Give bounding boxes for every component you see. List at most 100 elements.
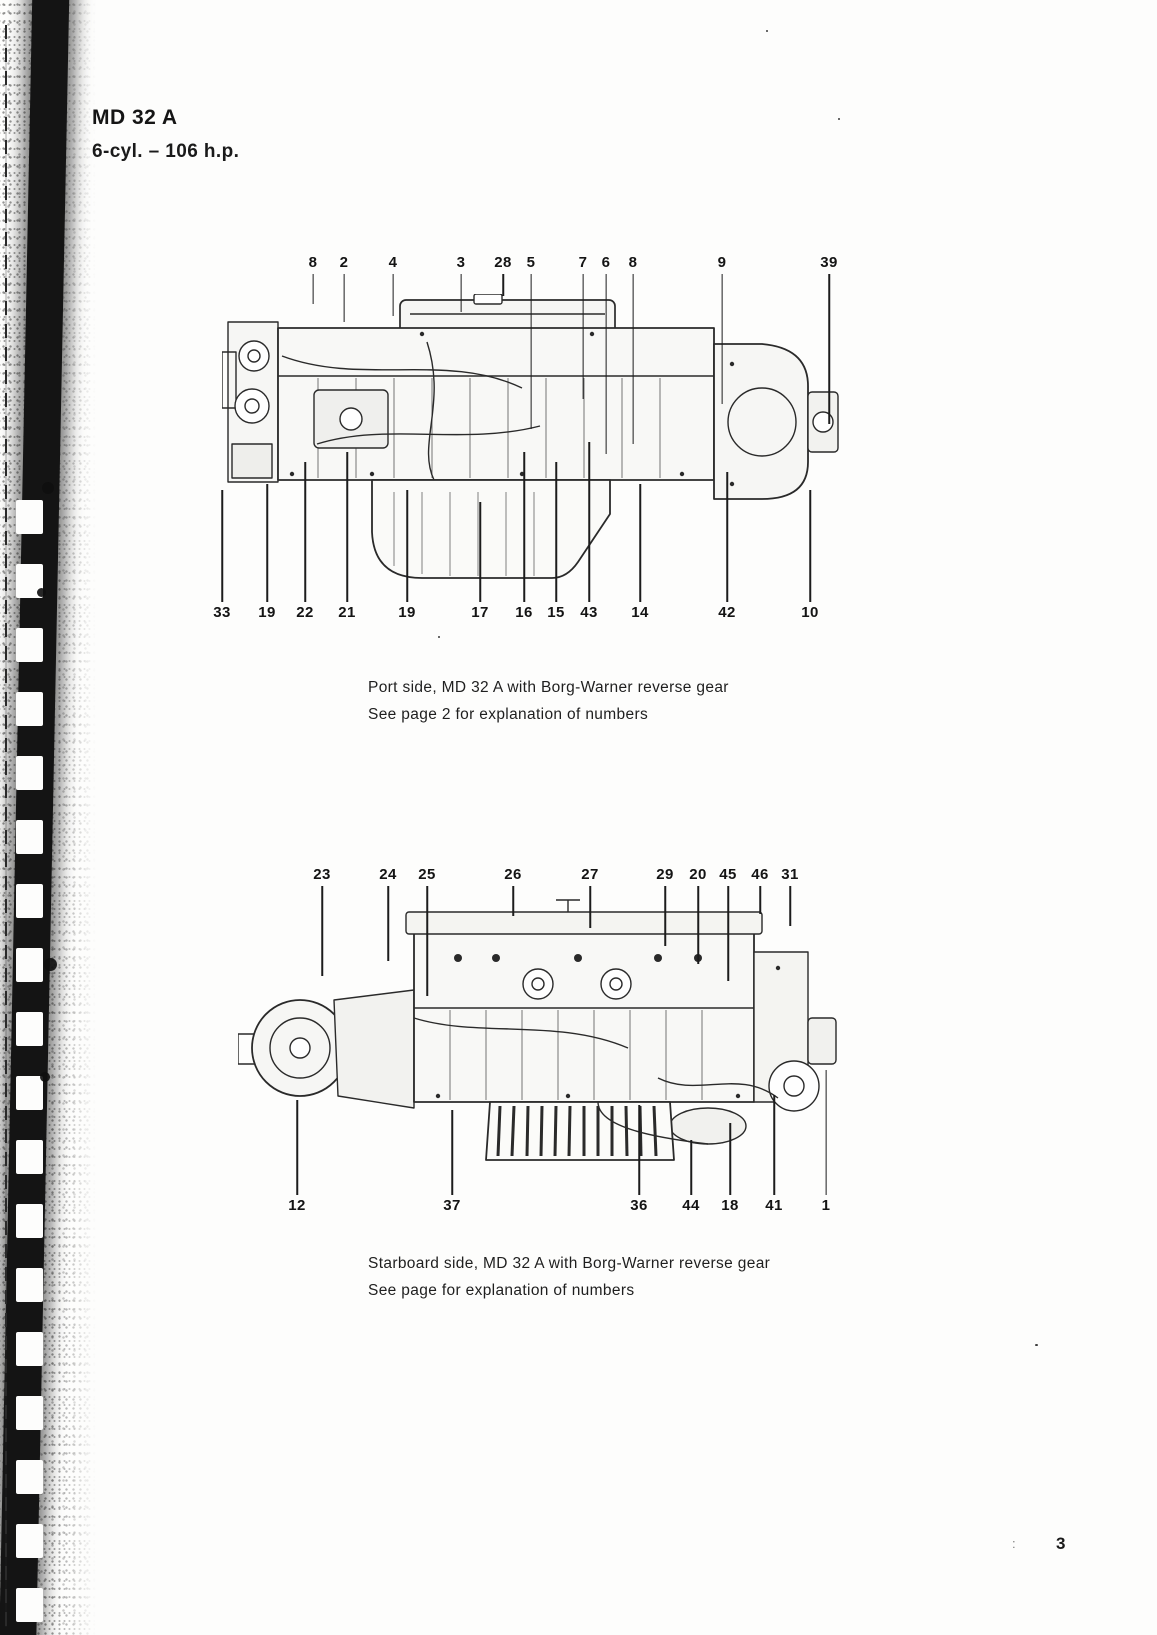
callout-leader-line <box>555 462 557 602</box>
callout-leader-line <box>690 1140 692 1195</box>
callout-number: 2 <box>339 254 349 271</box>
caption-line: Port side, MD 32 A with Borg-Warner reve… <box>368 679 729 696</box>
callout-leader-line <box>664 886 666 946</box>
callout-leader-line <box>605 274 607 454</box>
binding-hole <box>16 884 43 918</box>
callout-number: 24 <box>379 866 397 883</box>
callout-number: 19 <box>398 604 416 621</box>
scan-blob <box>40 1072 50 1082</box>
scan-speck <box>1035 1344 1038 1346</box>
caption-line: See page 2 for explanation of numbers <box>368 706 649 723</box>
binding-hole <box>16 820 43 854</box>
binding-hole <box>16 1524 43 1558</box>
scan-blob <box>44 958 57 971</box>
callout-46: 46 <box>751 866 769 914</box>
callout-number: 46 <box>751 866 769 883</box>
binding-hole <box>16 1396 43 1430</box>
callout-7: 7 <box>579 254 588 399</box>
callout-leader-line <box>304 462 306 602</box>
callout-number: 21 <box>338 604 356 621</box>
callout-number: 3 <box>456 254 466 271</box>
binding-hole <box>16 1076 43 1110</box>
callout-2: 2 <box>340 254 349 322</box>
callout-number: 19 <box>258 604 276 621</box>
callout-number: 5 <box>526 254 536 271</box>
model-title: MD 32 A <box>92 106 178 129</box>
binding-hole <box>16 948 43 982</box>
callout-23: 23 <box>313 866 331 976</box>
binding-hole <box>16 628 43 662</box>
callout-leader-line <box>321 886 323 976</box>
callout-36: 36 <box>630 1105 648 1215</box>
callout-number: 16 <box>515 604 533 621</box>
callout-number: 29 <box>656 866 674 883</box>
scan-speck <box>438 636 440 638</box>
binding-hole <box>16 1332 43 1366</box>
callout-1: 1 <box>822 1070 831 1215</box>
callout-29: 29 <box>656 866 674 946</box>
callout-leader-line <box>343 274 345 322</box>
callout-number: 33 <box>213 604 231 621</box>
callout-number: 25 <box>418 866 436 883</box>
callout-leader-line <box>221 490 223 602</box>
scan-blob <box>37 588 46 597</box>
callout-25: 25 <box>418 866 436 996</box>
callout-number: 14 <box>631 604 649 621</box>
callout-leader-line <box>638 1105 640 1195</box>
callout-number: 41 <box>765 1197 783 1214</box>
callout-4: 4 <box>389 254 398 316</box>
callout-15: 15 <box>547 462 565 622</box>
callout-number: 15 <box>547 604 565 621</box>
diagram1-caption: Port side, MD 32 A with Borg-Warner reve… <box>368 674 848 728</box>
callout-leader-line <box>588 442 590 602</box>
callout-17: 17 <box>471 502 489 622</box>
callout-number: 12 <box>288 1197 306 1214</box>
callout-19: 19 <box>398 490 416 622</box>
callout-leader-line <box>729 1123 731 1195</box>
callout-number: 20 <box>689 866 707 883</box>
diagram2-caption: Starboard side, MD 32 A with Borg-Warner… <box>368 1250 848 1304</box>
callout-number: 6 <box>601 254 611 271</box>
callout-number: 4 <box>388 254 398 271</box>
binding-hole <box>16 1588 43 1622</box>
callout-43: 43 <box>580 442 598 622</box>
binding-hole <box>16 692 43 726</box>
callout-leader-line <box>523 452 525 602</box>
binding-hole <box>16 1268 43 1302</box>
callout-21: 21 <box>338 452 356 622</box>
callout-16: 16 <box>515 452 533 622</box>
port-side-engine-illustration <box>222 294 839 579</box>
scan-blob <box>42 482 54 494</box>
callout-number: 36 <box>630 1197 648 1214</box>
callout-leader-line <box>828 274 830 424</box>
callout-leader-line <box>639 484 641 602</box>
caption-line: Starboard side, MD 32 A with Borg-Warner… <box>368 1255 771 1272</box>
binding-hole <box>16 1460 43 1494</box>
caption-line: See page for explanation of numbers <box>368 1282 635 1299</box>
callout-33: 33 <box>213 490 231 622</box>
callout-number: 43 <box>580 604 598 621</box>
callout-leader-line <box>589 886 591 928</box>
callout-22: 22 <box>296 462 314 622</box>
callout-number: 31 <box>781 866 799 883</box>
model-subtitle: 6-cyl. – 106 h.p. <box>92 141 240 162</box>
callout-leader-line <box>346 452 348 602</box>
callout-24: 24 <box>379 866 397 961</box>
callout-leader-line <box>773 1095 775 1195</box>
callout-number: 9 <box>717 254 727 271</box>
callout-19: 19 <box>258 484 276 622</box>
callout-39: 39 <box>820 254 838 424</box>
callout-leader-line <box>697 886 699 964</box>
scan-stray-mark: : <box>1012 1536 1016 1551</box>
callout-number: 28 <box>494 254 512 271</box>
callout-8: 8 <box>629 254 638 444</box>
callout-18: 18 <box>721 1123 739 1215</box>
callout-number: 10 <box>801 604 819 621</box>
callout-number: 8 <box>308 254 318 271</box>
callout-number: 27 <box>581 866 599 883</box>
callout-5: 5 <box>527 254 536 429</box>
callout-leader-line <box>721 274 723 404</box>
scan-speck <box>838 118 840 120</box>
callout-leader-line <box>460 274 462 312</box>
